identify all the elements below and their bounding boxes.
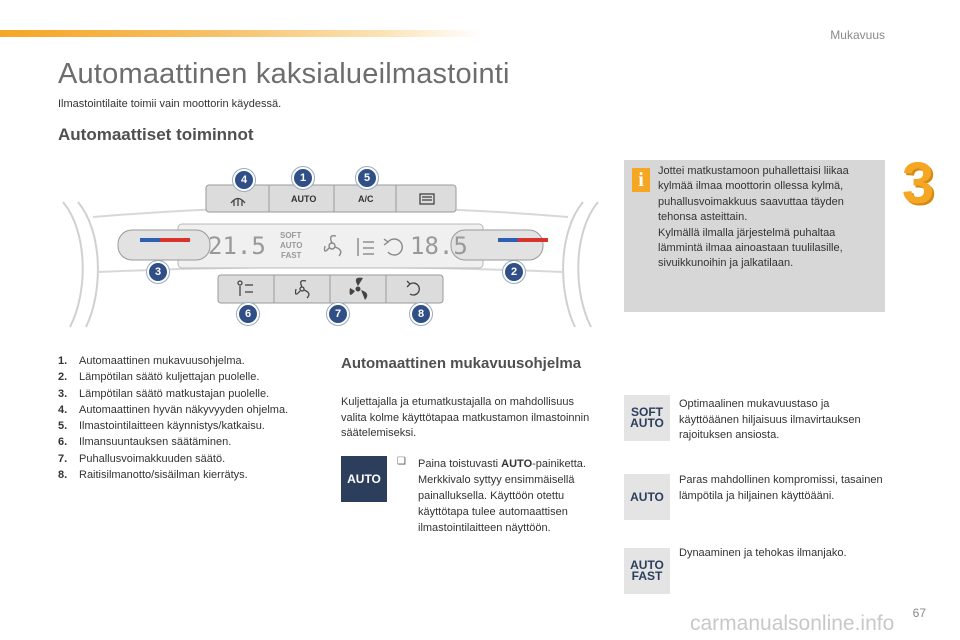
soft-mode-description: Optimaalinen mukavuustaso ja käyttöäänen…: [679, 398, 861, 442]
legend-item: 5.Ilmastointilaitteen käynnistys/katkais…: [58, 420, 265, 433]
legend-item: 7.Puhallusvoimakkuuden säätö.: [58, 452, 226, 465]
section-heading: Automaattiset toiminnot: [58, 125, 254, 144]
callout-7: 7: [327, 303, 349, 325]
callout-3: 3: [147, 261, 169, 283]
fan-small-icon: [294, 279, 310, 299]
display-right-temp: 18.5: [410, 232, 468, 260]
ac-panel-button[interactable]: A/C: [358, 194, 374, 204]
program-heading: Automaattinen mukavuusohjelma: [341, 355, 582, 372]
display-mode-soft: SOFT: [280, 231, 302, 240]
display-left-temp: 21.5: [208, 232, 266, 260]
legend-item: 2.Lämpötilan säätö kuljettajan puolelle.: [58, 371, 260, 384]
display-mode-fast: FAST: [281, 251, 302, 260]
legend-item: 6.Ilmansuuntauksen säätäminen.: [58, 436, 232, 449]
fan-large-icon: [349, 277, 368, 300]
fan-icon: [323, 234, 342, 257]
callout-5: 5: [356, 167, 378, 189]
program-step: Paina toistuvasti AUTO-painiketta. Merkk…: [418, 458, 586, 534]
callout-2: 2: [503, 261, 525, 283]
chapter-number: 3: [902, 151, 935, 216]
air-distribution-icon: [237, 280, 253, 296]
page-title: Automaattinen kaksialueilmastointi: [58, 58, 510, 90]
page-number: 67: [912, 606, 926, 620]
display-mode-auto: AUTO: [280, 241, 303, 250]
info-box: i Jottei matkustamoon puhallettaisi liik…: [624, 160, 885, 312]
rear-window-defrost-icon: [419, 193, 435, 205]
callout-4: 4: [233, 169, 255, 191]
info-text: Jottei matkustamoon puhallettaisi liikaa…: [658, 165, 849, 270]
recirculation-icon: [383, 238, 403, 256]
recirculation-button-icon: [406, 280, 420, 296]
auto-button-icon: AUTO: [341, 456, 387, 502]
watermark-text: carmanualsonline.info: [690, 612, 895, 635]
section-label: Mukavuus: [830, 28, 885, 42]
page-subtitle: Ilmastointilaite toimii vain moottorin k…: [58, 98, 282, 110]
checkbox-bullet-icon: ❑: [397, 456, 406, 467]
program-intro: Kuljettajalla ja etumatkustajalla on mah…: [341, 396, 590, 440]
info-icon: i: [632, 168, 650, 192]
callout-8: 8: [410, 303, 432, 325]
auto-mode-description: Paras mahdollinen kompromissi, tasainen …: [679, 474, 883, 502]
header-accent-bar: [0, 30, 480, 37]
defrost-icon: [230, 197, 246, 206]
fast-mode-description: Dynaaminen ja tehokas ilmanjako.: [679, 547, 847, 559]
callout-1: 1: [292, 167, 314, 189]
auto-mode-icon: AUTO: [624, 474, 670, 520]
legend-item: 8.Raitisilmanotto/sisäilman kierrätys.: [58, 469, 248, 482]
legend-item: 1.Automaattinen mukavuusohjelma.: [58, 355, 245, 367]
legend-item: 4.Automaattinen hyvän näkyvyyden ohjelma…: [58, 403, 289, 416]
function-legend: 1.Automaattinen mukavuusohjelma. 2.Lämpö…: [58, 353, 328, 483]
auto-panel-button[interactable]: AUTO: [291, 194, 317, 204]
airflow-icon: [357, 238, 374, 256]
legend-item: 3.Lämpötilan säätö matkustajan puolelle.: [58, 387, 270, 400]
callout-6: 6: [237, 303, 259, 325]
